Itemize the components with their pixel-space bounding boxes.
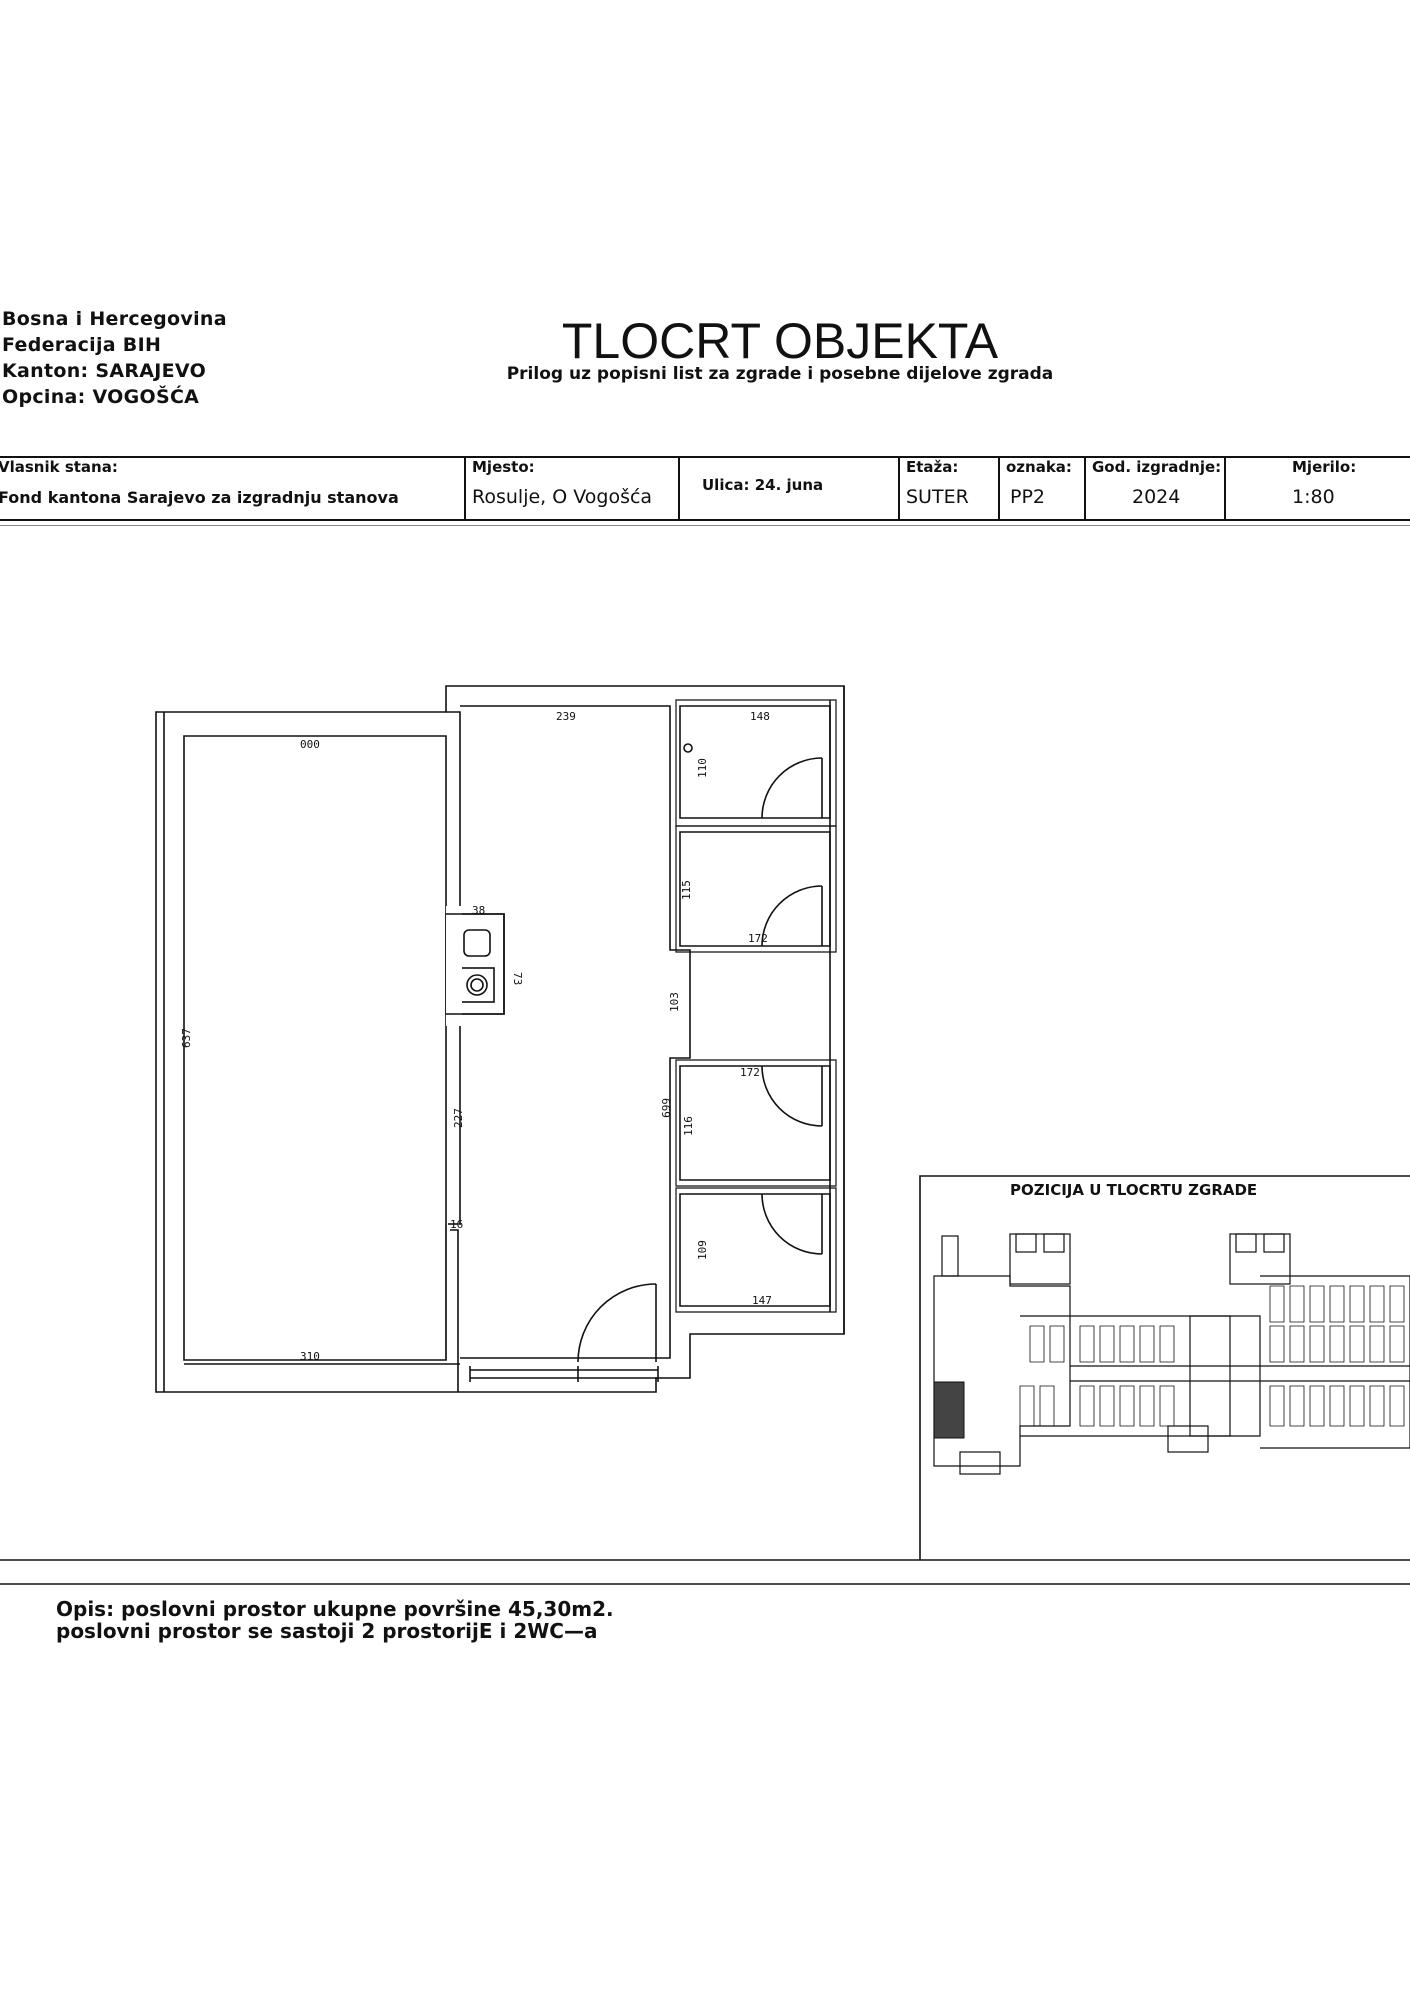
dim-103: 103: [668, 992, 681, 1012]
dim-227: 227: [452, 1108, 465, 1128]
info-table-lines: [0, 456, 1410, 526]
mark-value: PP2: [1010, 486, 1046, 508]
jurisdiction-block: Bosna i Hercegovina Federacija BIH Kanto…: [2, 306, 227, 410]
position-panel-title: POZICIJA U TLOCRTU ZGRADE: [1010, 1181, 1258, 1199]
dim-115: 115: [680, 880, 693, 900]
place-value: Rosulje, O Vogošća: [472, 486, 653, 508]
scale-value: 1:80: [1292, 486, 1335, 508]
place-cell: Mjesto: Rosulje, O Vogošća: [464, 456, 676, 520]
dim-669: 669: [659, 1098, 672, 1118]
year-value: 2024: [1132, 486, 1181, 508]
wc-2-door-swing: [761, 885, 823, 947]
room-2: [460, 705, 691, 1359]
mark-cell: oznaka: PP2: [998, 456, 1086, 520]
floor-label: Etaža:: [906, 458, 959, 476]
partition-stub: [450, 1229, 459, 1392]
country-text: Bosna i Hercegovina: [2, 308, 227, 330]
dim-172b: 172: [740, 1066, 760, 1079]
description: Opis: poslovni prostor ukupne površine 4…: [56, 1598, 614, 1642]
scale-cell: Mjerilo: 1:80: [1224, 456, 1410, 520]
wc-2: [679, 831, 831, 947]
highlighted-unit: [933, 1381, 965, 1439]
federation-text: Federacija BIH: [2, 334, 162, 356]
owner-value: Fond kantona Sarajevo za izgradnju stano…: [0, 488, 399, 507]
mark-label: oznaka:: [1006, 458, 1072, 476]
owner-cell: Vlasnik stana: Fond kantona Sarajevo za …: [0, 456, 460, 520]
place-label: Mjesto:: [472, 458, 535, 476]
wc-3-door-swing: [761, 1065, 823, 1127]
dim-73: 73: [511, 972, 524, 985]
dim-147: 147: [752, 1294, 772, 1307]
dim-637: 637: [180, 1028, 193, 1048]
municipality-text: Opcina: VOGOŠĆA: [2, 386, 200, 408]
building-key-plan: [933, 1233, 1410, 1475]
floor-plan: 000 239 148 110 115 172 38 73 103 637 22…: [0, 685, 1410, 1585]
year-cell: God. izgradnje: 2024: [1084, 456, 1224, 520]
canton-text: Kanton: SARAJEVO: [2, 360, 207, 382]
year-label: God. izgradnje:: [1092, 458, 1222, 476]
floor-value: SUTER: [906, 486, 969, 508]
dim-110: 110: [696, 758, 709, 778]
info-table: Vlasnik stana: Fond kantona Sarajevo za …: [0, 456, 1410, 526]
description-line-2: poslovni prostor se sastoji 2 prostorijE…: [56, 1619, 598, 1643]
wc-4-door-swing: [761, 1193, 823, 1255]
entrance-door-swing: [577, 1283, 657, 1363]
floor-cell: Etaža: SUTER: [898, 456, 1000, 520]
street-cell: Ulica: 24. juna: [678, 456, 900, 520]
dim-116: 116: [682, 1116, 695, 1136]
document-subtitle: Prilog uz popisni list za zgrade i poseb…: [506, 364, 1054, 384]
street-label: Ulica: 24. juna: [702, 476, 824, 494]
wc-1-door-swing: [761, 757, 823, 819]
dim-000: 000: [300, 738, 320, 751]
dim-16: 16: [450, 1218, 463, 1231]
dim-310: 310: [300, 1350, 320, 1363]
scale-label: Mjerilo:: [1292, 458, 1357, 476]
partition-wall-upper: [446, 711, 461, 1225]
room-1: [183, 735, 447, 1361]
position-panel-frame: [919, 1175, 1410, 1560]
dim-172a: 172: [748, 932, 768, 945]
dim-148: 148: [750, 710, 770, 723]
dim-239: 239: [556, 710, 576, 723]
outer-wall: [155, 685, 845, 1393]
document-title: TLOCRT OBJEKTA: [561, 313, 999, 369]
dim-38: 38: [472, 904, 485, 917]
dim-109: 109: [696, 1240, 709, 1260]
wc-3: [679, 1065, 831, 1181]
owner-label: Vlasnik stana:: [0, 458, 118, 476]
description-line-1: Opis: poslovni prostor ukupne površine 4…: [56, 1597, 614, 1621]
